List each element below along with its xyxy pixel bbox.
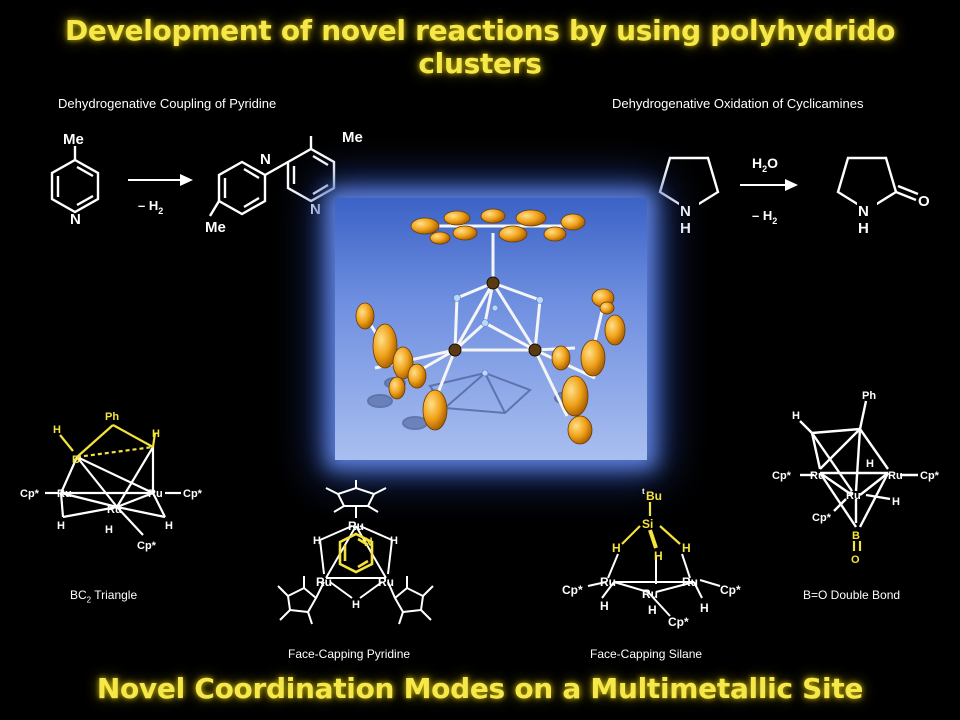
h-label: H [53, 424, 61, 436]
ph-label: Ph [862, 390, 876, 402]
h-label: H [648, 603, 657, 617]
o-label: O [851, 554, 860, 566]
side-atoms [355, 288, 626, 445]
ph-label: Ph [105, 411, 119, 423]
ru-label: Ru [642, 587, 658, 601]
cyclicamine-oxidation-scheme: N H H2O – H2 N H O [658, 155, 930, 237]
footer-title: Novel Coordination Modes on a Multimetal… [96, 672, 864, 705]
lactam-o-label: O [918, 193, 930, 210]
bipy-me2-label: Me [205, 219, 226, 236]
n-label: N [70, 211, 81, 228]
h-label: H [165, 520, 173, 532]
ru-label: Ru [888, 470, 903, 482]
arrowhead [180, 174, 193, 186]
cp-label: Cp* [137, 540, 157, 552]
cp-label: Cp* [183, 488, 203, 500]
ru-label: Ru [810, 470, 825, 482]
ru-label: Ru [682, 575, 698, 589]
crystal-structure-image [335, 198, 647, 460]
pyridine-coupling-scheme: Me N – H2 N N Me Me [50, 129, 363, 236]
cyclicamine-oxidation-label: Dehydrogenative Oxidation of Cyclicamine… [612, 96, 864, 111]
h-label: H [352, 599, 360, 611]
h-label: H [612, 541, 621, 555]
hydride-atoms [453, 294, 544, 377]
pyrrolidine-h-label: H [680, 220, 691, 237]
pyrrolidine-molecule [658, 156, 720, 212]
capping-pyridine-ring [338, 532, 374, 574]
main-title: Development of novel reactions by using … [64, 14, 896, 80]
n-label: N [364, 535, 373, 549]
ru-label: Ru [348, 519, 364, 533]
bo-double-bond-structure: Ph H H Ru Ru Ru Cp* Cp* H Cp* B O [772, 390, 940, 566]
h-label: H [313, 535, 321, 547]
cp-label: Cp* [562, 583, 583, 597]
lactam-n-label: N [858, 203, 869, 220]
h-label: H [792, 410, 800, 422]
pyrrolidine-n-label: N [680, 203, 691, 220]
h-label: H [700, 601, 709, 615]
bipy-me1-label: Me [342, 129, 363, 146]
bipy-n1-label: N [260, 151, 271, 168]
face-capping-pyridine-structure: Ru Ru Ru N H H H [277, 480, 434, 625]
h-label: H [682, 541, 691, 555]
h-label: H [390, 535, 398, 547]
cp-label: Cp* [920, 470, 940, 482]
t-superscript: t [642, 487, 645, 496]
bc2-triangle-caption: BC2 Triangle [70, 588, 138, 605]
tbu-label: Bu [646, 489, 662, 503]
ru-label: Ru [316, 575, 332, 589]
b-label: B [72, 454, 80, 466]
h-label: H [57, 520, 65, 532]
b-label: B [852, 530, 860, 542]
ru-label: Ru [846, 490, 861, 502]
ru-atoms [448, 276, 542, 357]
bipyridine-molecule [208, 136, 336, 217]
h-label: H [892, 496, 900, 508]
pyridine-coupling-label: Dehydrogenative Coupling of Pyridine [58, 96, 277, 111]
bo-double-bond-caption: B=O Double Bond [803, 588, 901, 602]
h-label: H [105, 524, 113, 536]
cp-ring-atoms [410, 208, 586, 245]
methylpyridine-molecule [50, 146, 100, 214]
h2o-label: H2O [752, 155, 778, 174]
lactam-h-label: H [858, 220, 869, 237]
minus-h2-label: – H2 [752, 208, 777, 226]
ru-label: Ru [148, 488, 163, 500]
bipy-n2-label: N [310, 201, 321, 218]
ru-label: Ru [600, 575, 616, 589]
h-label: H [654, 549, 663, 563]
face-capping-pyridine-caption: Face-Capping Pyridine [288, 647, 411, 661]
bc2-triangle-structure: Ph H H B Ru Ru Ru Cp* Cp* H H H Cp* [20, 411, 203, 552]
si-label: Si [642, 517, 653, 531]
ru-label: Ru [57, 488, 72, 500]
ru-label: Ru [107, 504, 122, 516]
face-capping-silane-structure: t Bu Si H H H Ru Ru Ru Cp* Cp* H H H Cp* [562, 487, 741, 629]
cp-label: Cp* [720, 583, 741, 597]
cp-label: Cp* [812, 512, 832, 524]
pyrrolidinone-molecule [836, 156, 919, 212]
me-label: Me [63, 131, 84, 148]
cp-label: Cp* [20, 488, 40, 500]
h-label: H [866, 458, 874, 470]
face-capping-silane-caption: Face-Capping Silane [590, 647, 703, 661]
h-label: H [152, 428, 160, 440]
h-label: H [600, 599, 609, 613]
ru-label: Ru [378, 575, 394, 589]
minus-h2-label: – H2 [138, 198, 163, 216]
arrowhead [785, 179, 798, 191]
cp-label: Cp* [772, 470, 792, 482]
cp-label: Cp* [668, 615, 689, 629]
